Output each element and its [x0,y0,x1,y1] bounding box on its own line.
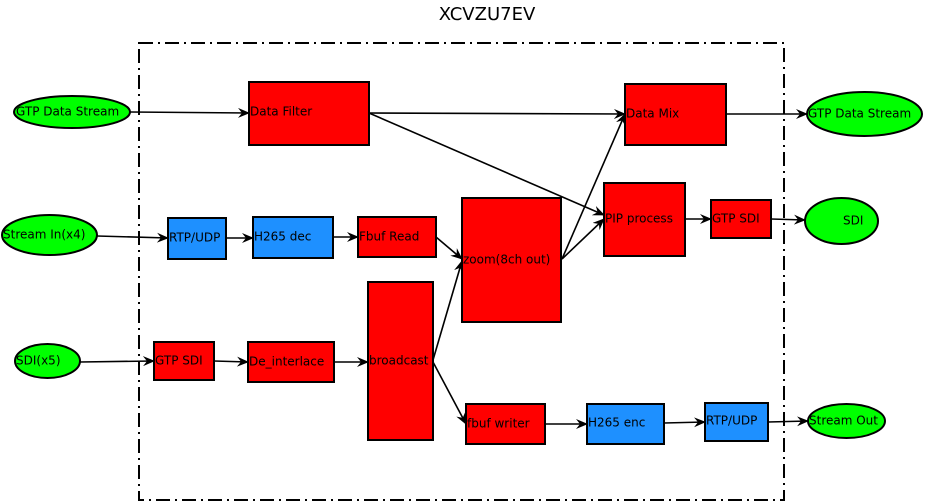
node-h265-enc: H265 enc [586,403,665,445]
node-rtp-udp-out: RTP/UDP [704,402,769,442]
edge-gtp-sdi-in-to-de-interlace [213,356,249,367]
node-shape-process [367,281,434,441]
node-label: broadcast [369,354,429,368]
node-label: PIP process [605,212,673,226]
chip-boundary [138,42,785,501]
node-label: GTP SDI [155,354,203,368]
node-shape-network [704,402,769,442]
node-label: Stream Out [809,414,878,428]
node-shape-io [1,214,98,256]
node-shape-network [252,216,334,259]
edge-broadcast-to-fbuf-writer [432,361,467,425]
edge-zoom-to-pip-process [561,218,605,260]
node-label: SDI(x5) [16,354,61,368]
node-h265-dec: H265 dec [252,216,334,259]
node-shape-io [807,403,886,439]
edge-sdi-in-to-gtp-sdi-in [79,356,155,367]
node-label: Stream In(x4) [3,228,85,242]
node-label: Fbuf Read [359,230,419,244]
node-label: GTP Data Stream [16,105,119,119]
edge-h265-enc-to-rtp-udp-out [663,417,706,428]
node-broadcast: broadcast [367,281,434,441]
node-label: H265 dec [254,230,311,244]
node-shape-process [624,83,727,146]
node-shape-process [710,199,772,239]
edge-rtp-udp-out-to-stream-out [767,416,809,427]
node-shape-io [14,343,81,379]
node-gtp-in: GTP Data Stream [13,95,131,129]
node-stream-out: Stream Out [807,403,886,439]
node-gtp-sdi-in: GTP SDI [153,341,215,381]
node-label: RTP/UDP [706,414,757,428]
node-label: SDI [843,214,863,228]
node-de-interlace: De_interlace [247,341,335,383]
node-stream-in: Stream In(x4) [1,214,98,256]
node-shape-process [247,341,335,383]
node-gtp-out: GTP Data Stream [806,91,923,137]
node-label: Data Mix [626,107,679,121]
node-pip-process: PIP process [603,182,686,257]
node-zoom: zoom(8ch out) [461,197,562,323]
node-label: Data Filter [250,105,312,119]
node-shape-network [167,217,227,260]
node-sdi-in: SDI(x5) [14,343,81,379]
node-data-mix: Data Mix [624,83,727,146]
node-label: fbuf writer [467,417,530,431]
edge-fbuf-read-to-zoom [435,236,463,260]
node-gtp-sdi-out: GTP SDI [710,199,772,239]
edge-gtp-in-to-data-filter [129,107,250,118]
node-rtp-udp-in: RTP/UDP [167,217,227,260]
node-label: zoom(8ch out) [463,253,550,267]
node-shape-network [586,403,665,445]
diagram-title: XCVZU7EV [439,4,536,25]
node-shape-process [248,81,370,146]
edge-gtp-sdi-out-to-sdi-out [770,214,806,225]
edges [79,107,809,429]
node-shape-io [13,95,131,129]
edge-data-filter-to-data-mix [368,108,626,119]
node-shape-process [603,182,686,257]
node-shape-process [465,403,546,445]
node-label: De_interlace [249,355,324,369]
node-label: GTP Data Stream [808,107,911,121]
node-shape-process [357,216,437,258]
node-data-filter: Data Filter [248,81,370,146]
node-label: GTP SDI [712,212,760,226]
edge-zoom-to-data-mix [561,113,626,260]
node-shape-io [806,91,923,137]
node-fbuf-read: Fbuf Read [357,216,437,258]
node-shape-io [804,197,879,245]
node-fbuf-writer: fbuf writer [465,403,546,445]
edge-stream-in-to-rtp-udp-in [96,232,169,243]
edge-broadcast-to-zoom [432,260,464,361]
node-label: H265 enc [588,416,645,430]
node-label: RTP/UDP [169,231,220,245]
node-shape-process [461,197,562,323]
node-sdi-out: SDI [804,197,879,245]
node-shape-process [153,341,215,381]
edge-data-filter-to-pip-process [368,112,605,216]
